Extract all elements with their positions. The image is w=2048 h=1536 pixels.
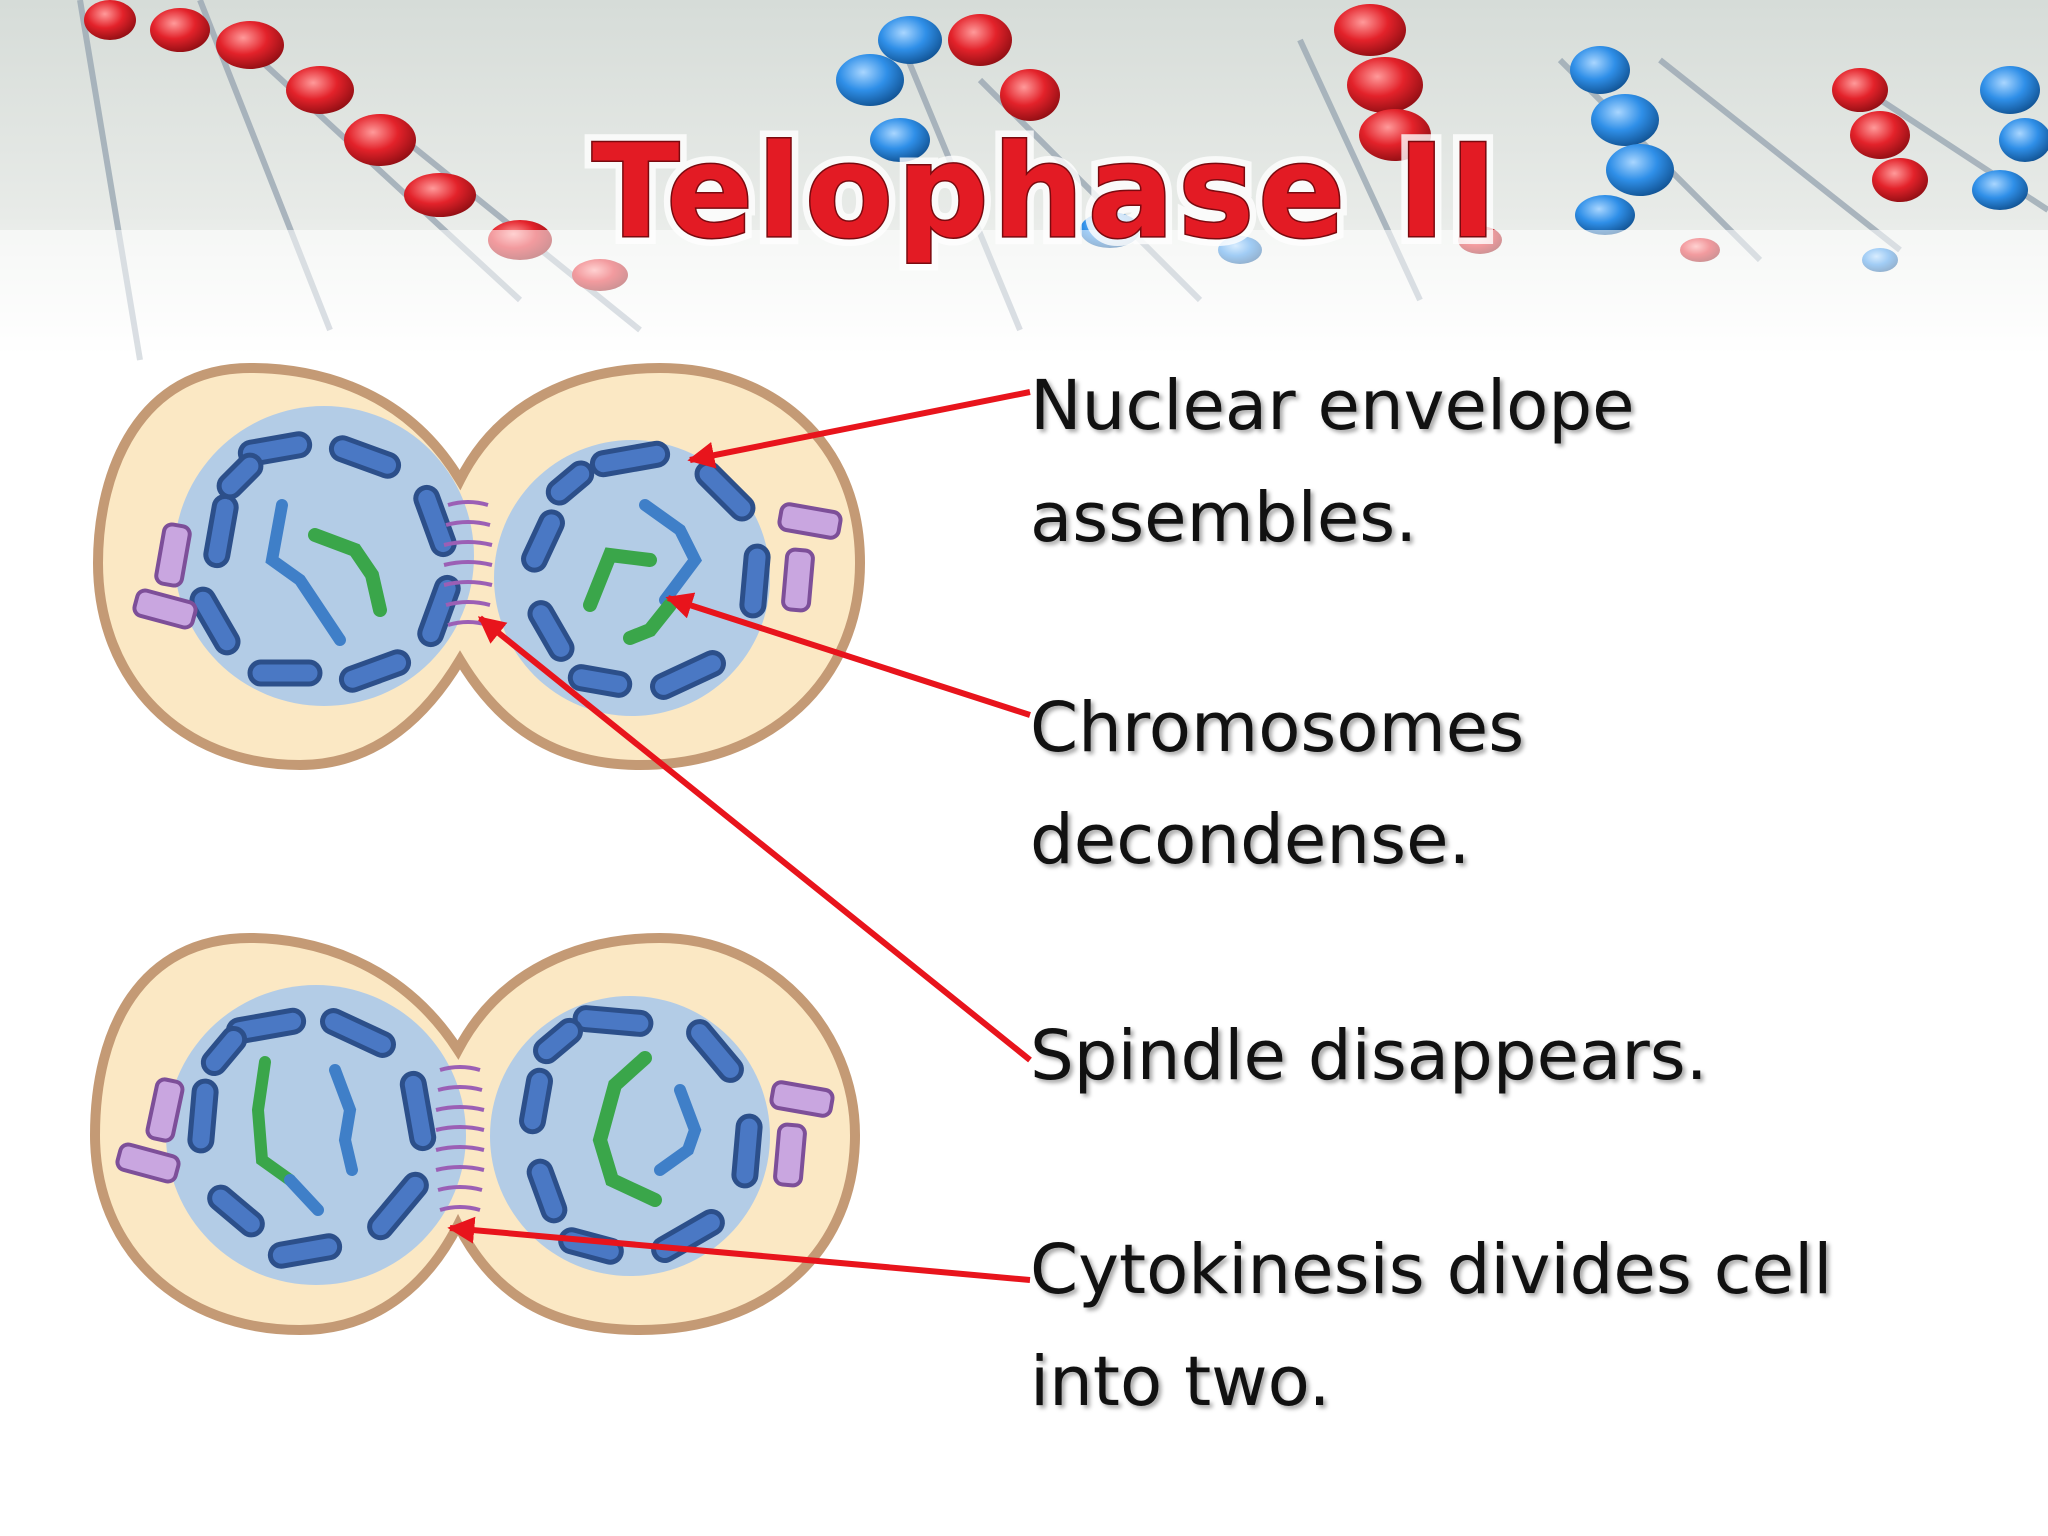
arrow-spindle xyxy=(477,615,1032,1063)
top-left-envelope-fragments xyxy=(189,431,461,693)
bottom-spindle-remnants xyxy=(435,1065,485,1212)
top-left-chromosome-green xyxy=(308,528,387,617)
label-chromosomes: Chromosomes decondense. xyxy=(1030,672,1524,896)
bottom-right-envelope-fragments xyxy=(519,1005,763,1265)
top-right-chromosome-green xyxy=(583,547,677,645)
top-left-centrioles xyxy=(132,522,198,630)
top-dividing-cell xyxy=(92,362,866,771)
bottom-left-envelope-fragments xyxy=(187,1007,437,1269)
bottom-left-chromosome-blue xyxy=(284,1064,358,1216)
bottom-left-chromosome-green xyxy=(251,1056,296,1186)
label-cytokinesis-line2: into two. xyxy=(1030,1342,1331,1422)
label-spindle-line1: Spindle disappears. xyxy=(1030,1016,1708,1096)
arrow-cytokinesis xyxy=(447,1216,1031,1283)
bottom-dividing-cell xyxy=(89,932,861,1336)
slide-title-glow: Telophase II xyxy=(592,118,1501,267)
annotation-arrows xyxy=(447,389,1032,1283)
bottom-right-centrioles xyxy=(769,1080,835,1188)
slide-title: Telophase II xyxy=(592,118,1501,267)
top-right-centrioles xyxy=(777,502,843,613)
bottom-right-chromosome-green xyxy=(592,1051,662,1207)
top-left-chromosome-blue xyxy=(265,499,346,646)
dna-banner xyxy=(0,0,2048,370)
arrow-nuclear-envelope xyxy=(687,389,1031,469)
bottom-right-chromosome-blue xyxy=(654,1084,702,1176)
top-right-envelope-fragments xyxy=(521,440,771,700)
label-cytokinesis: Cytokinesis divides cell into two. xyxy=(1030,1214,1832,1438)
top-right-chromosome-blue xyxy=(639,499,703,606)
label-nuclear-envelope-line2: assembles. xyxy=(1030,478,1418,558)
label-chromosomes-line1: Chromosomes xyxy=(1030,688,1525,768)
arrow-chromosomes xyxy=(665,592,1031,718)
label-chromosomes-line2: decondense. xyxy=(1030,800,1471,880)
label-nuclear-envelope-line1: Nuclear envelope xyxy=(1030,366,1635,446)
label-nuclear-envelope: Nuclear envelope assembles. xyxy=(1030,350,1635,574)
label-spindle: Spindle disappears. xyxy=(1030,1000,1708,1112)
label-cytokinesis-line1: Cytokinesis divides cell xyxy=(1030,1230,1833,1310)
bottom-left-centrioles xyxy=(115,1077,185,1184)
